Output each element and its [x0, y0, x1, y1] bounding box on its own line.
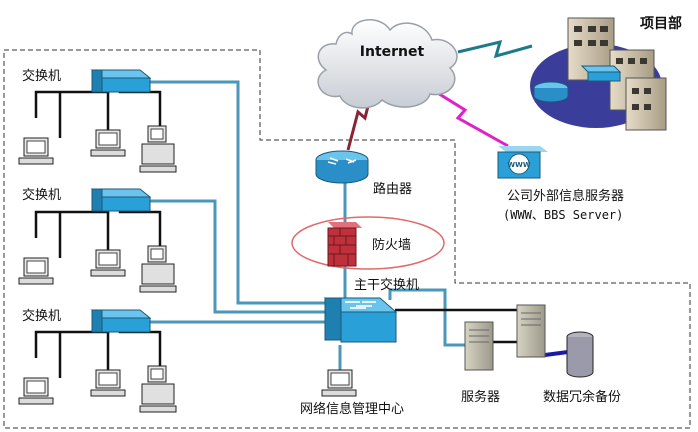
- uplinks: [150, 80, 465, 375]
- external-server-sublabel: (WWW、BBS Server): [503, 208, 623, 222]
- pc-icon: [18, 377, 54, 405]
- mgmt-pc-icon: [321, 369, 357, 397]
- pc-icon: [18, 257, 54, 285]
- project-router-icon: [533, 81, 569, 103]
- switch-2-label: 交换机: [22, 187, 61, 203]
- workstation-icon: [139, 245, 177, 293]
- firewall-group: 防火墙: [291, 216, 445, 270]
- router-icon: [315, 150, 369, 184]
- mgmt-center-label: 网络信息管理中心: [300, 401, 404, 417]
- internet-cloud: Internet: [317, 19, 458, 109]
- internet-label: Internet: [360, 44, 425, 60]
- external-server-icon: WWW: [497, 146, 548, 179]
- pc-icon: [90, 129, 126, 157]
- core-switch-icon: [323, 297, 398, 343]
- wireless-link: [419, 80, 509, 148]
- external-server-label: 公司外部信息服务器: [507, 188, 624, 204]
- pc-icon: [18, 137, 54, 165]
- firewall-ring: [291, 216, 445, 270]
- workstation-icon: [139, 365, 177, 413]
- server-2-icon: [516, 304, 546, 358]
- pc-group: [18, 125, 177, 413]
- firewall-label: 防火墙: [372, 237, 411, 253]
- project-switch-icon: [580, 65, 622, 82]
- project-dept-label: 项目部: [640, 15, 682, 32]
- www-icon-label: WWW: [507, 161, 530, 169]
- access-switch-1: [90, 69, 152, 93]
- access-switch-3: [90, 309, 152, 333]
- server-links: [395, 308, 569, 357]
- firewall-icon: [327, 222, 362, 267]
- backup-label: 数据冗余备份: [543, 389, 621, 405]
- lan-boundary: [3, 49, 691, 429]
- workstation-icon: [139, 125, 177, 173]
- server-1-icon: [464, 321, 494, 371]
- router-label: 路由器: [373, 181, 412, 197]
- switch-1-label: 交换机: [22, 68, 61, 84]
- servers-label: 服务器: [461, 389, 500, 405]
- pc-icon: [90, 249, 126, 277]
- wan-link-project: [457, 39, 533, 59]
- access-switch-2: [90, 188, 152, 212]
- backup-storage-icon: [566, 331, 594, 378]
- project-department: 项目部: [530, 15, 682, 131]
- core-switch-label: 主干交换机: [354, 277, 419, 293]
- switch-3-label: 交换机: [22, 308, 61, 324]
- pc-icon: [90, 369, 126, 397]
